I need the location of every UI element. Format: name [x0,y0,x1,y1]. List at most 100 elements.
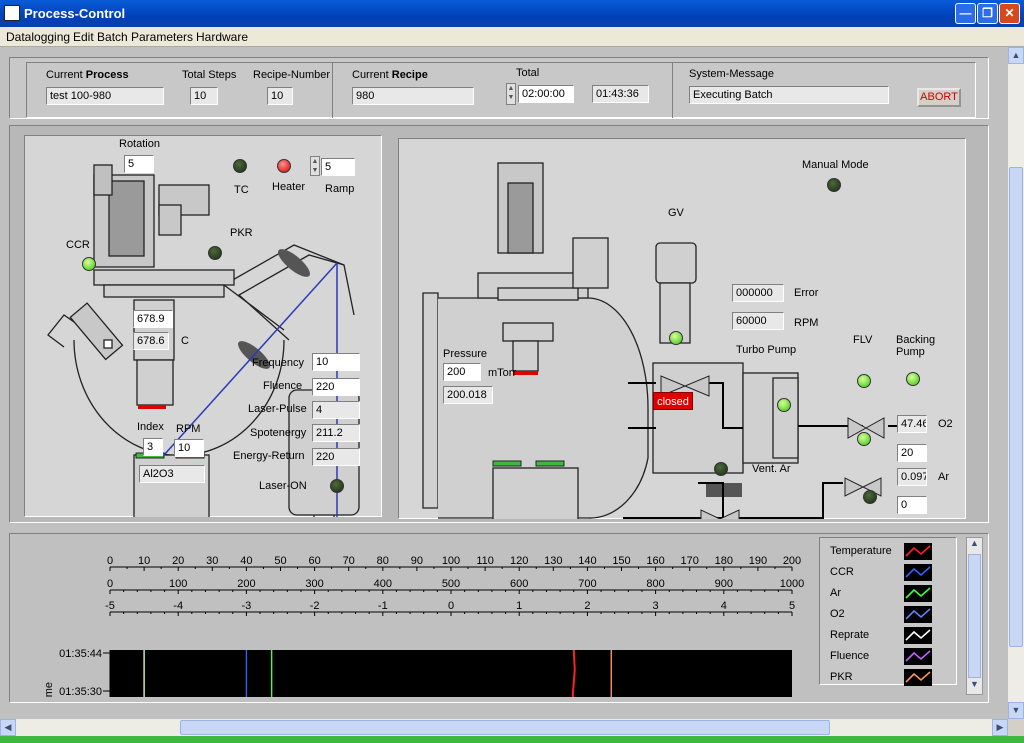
flv-valve-led[interactable] [857,374,871,388]
legend-item-label: O2 [830,608,845,620]
x-tick-label: -4 [173,600,183,612]
scroll-up-button[interactable]: ▲ [1008,47,1024,64]
ccr-label: CCR [66,239,90,251]
menu-parameters[interactable]: Parameters [131,30,194,44]
x-tick-label: 1000 [780,578,804,590]
x-tick-label: 60 [308,555,320,567]
x-tick-label: -2 [310,600,320,612]
vent-ar-label: Vent. Ar [752,463,791,475]
legend-swatch [904,648,932,665]
gate-valve-label: GV [668,207,684,219]
turbo-rpm-label: RPM [794,317,819,329]
menu-hardware[interactable]: Hardware [196,30,249,44]
tc-led [233,159,247,173]
close-button[interactable]: ✕ [999,3,1020,24]
rotation-label: Rotation [119,138,160,150]
x-tick-label: 70 [343,555,355,567]
turbo-error-field: 000000 [732,284,784,302]
y-tick-label: 01:35:44 [59,648,102,660]
x-tick-label: 40 [240,555,252,567]
divider [672,62,673,118]
legend-item-label: Fluence [830,650,870,662]
manual-mode-led[interactable] [827,178,841,192]
x-tick-label: 1 [516,600,522,612]
legend-swatch [904,543,932,560]
x-tick-label: 80 [377,555,389,567]
divider [332,62,333,118]
series-line-ar [270,650,273,697]
minimize-button[interactable]: — [955,3,976,24]
temperature-unit: C [181,335,189,347]
pressure-setpoint-input[interactable]: 200 [443,363,481,381]
x-tick-label: 900 [715,578,733,590]
x-tick-label: 10 [138,555,150,567]
plot-area [110,650,792,697]
scroll-right-button[interactable]: ▶ [992,719,1008,736]
laser-pulse-label: Laser-Pulse [248,403,307,415]
menu-edit-batch[interactable]: Edit Batch [73,30,128,44]
horizontal-scroll-thumb[interactable] [180,720,830,735]
recipe-number-field: 10 [267,87,293,105]
front-panel: Current Process test 100-980 Total Steps… [0,47,1008,719]
frequency-input[interactable]: 10 [312,353,360,371]
status-header-inner [26,62,976,118]
flv-label: FLV [853,334,873,346]
menu-datalogging[interactable]: Datalogging [6,30,71,44]
temperature-actual-field: 678.6 [133,332,169,350]
ar-setpoint-input[interactable]: 0 [897,496,927,514]
rpm-input[interactable]: 10 [174,439,204,457]
legend-item: Fluence [830,648,950,666]
index-input[interactable]: 3 [143,438,163,456]
legend-item-label: Reprate [830,629,870,641]
gate-valve-led[interactable] [669,331,683,345]
vertical-scroll-thumb[interactable] [1009,167,1023,647]
o2-valve-led[interactable] [857,432,871,446]
x-tick-label: -3 [242,600,252,612]
o2-setpoint-input[interactable]: 20 [897,444,927,462]
spotenergy-label: Spotenergy [250,427,307,439]
x-tick-label: 120 [510,555,528,567]
target-material-field: Al2O3 [139,465,205,483]
abort-button[interactable]: ABORT [917,88,961,107]
x-tick-label: 2 [584,600,590,612]
heater-led [277,159,291,173]
temperature-setpoint-input[interactable]: 678.9 [133,310,173,328]
manual-mode-label: Manual Mode [802,159,869,171]
ar-valve-led[interactable] [863,490,877,504]
legend-swatch [904,627,932,644]
total-time-stepper[interactable]: ▲▼ [506,83,516,105]
x-tick-label: 110 [476,555,494,567]
ramp-input[interactable]: 5 [321,158,355,176]
error-label: Error [794,287,819,299]
turbo-pump-label: Turbo Pump [736,344,797,356]
x-tick-label: 700 [578,578,596,590]
x-tick-label: 600 [510,578,528,590]
x-tick-label: 90 [411,555,423,567]
legend-scrollbar[interactable]: ▲ ▼ [966,537,983,695]
legend-item-label: CCR [830,566,854,578]
total-time-input[interactable]: 02:00:00 [518,85,574,103]
fluence-input[interactable]: 220 [312,378,360,396]
x-tick-label: 300 [305,578,323,590]
legend-swatch [904,564,932,581]
rotation-input[interactable]: 5 [124,155,154,173]
maximize-button[interactable]: ❐ [977,3,998,24]
scroll-left-button[interactable]: ◀ [0,719,16,736]
vacuum-system-diagram [422,162,903,519]
energy-return-field: 220 [312,448,360,466]
x-tick-label: 500 [442,578,460,590]
ramp-stepper[interactable]: ▲▼ [310,156,320,176]
scroll-down-button[interactable]: ▼ [1008,702,1024,719]
total-steps-field: 10 [190,87,218,105]
x-tick-label: 30 [206,555,218,567]
vertical-scrollbar[interactable]: ▲ ▼ [1008,47,1024,719]
gate-valve-status[interactable]: closed [653,392,693,410]
legend-item-label: PKR [830,671,853,683]
backing-pump-led [906,372,920,386]
vent-ar-valve-led[interactable] [714,462,728,476]
x-tick-label: 5 [789,600,795,612]
x-tick-label: 800 [646,578,664,590]
x-tick-label: -1 [378,600,388,612]
horizontal-scrollbar[interactable]: ◀ ▶ [0,719,1008,736]
